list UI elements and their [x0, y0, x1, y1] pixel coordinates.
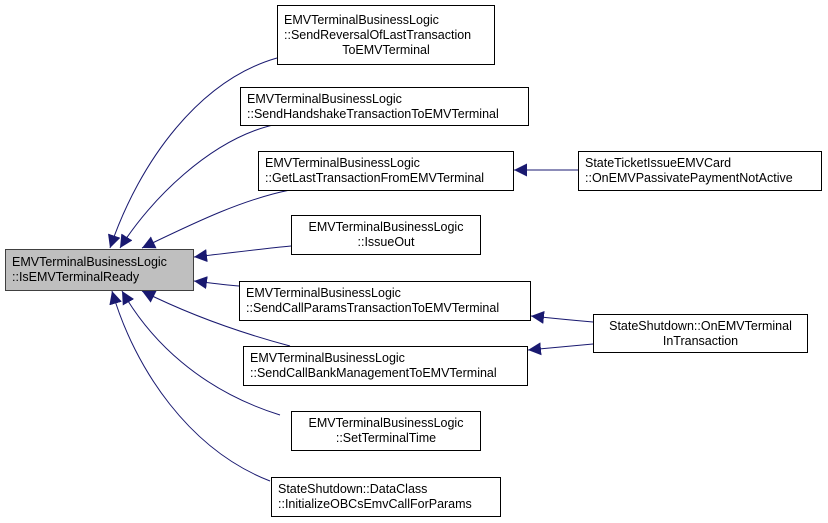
node-state-shutdown-in-transaction[interactable]: StateShutdown::OnEMVTerminal InTransacti… [593, 314, 808, 353]
node-label-line: EMVTerminalBusinessLogic [247, 91, 402, 106]
node-state-ticket-issue-emv-card[interactable]: StateTicketIssueEMVCard ::OnEMVPassivate… [578, 151, 822, 191]
node-label-line: EMVTerminalBusinessLogic [308, 220, 464, 234]
node-label-line: ::SendCallBankManagementToEMVTerminal [250, 366, 497, 380]
edge-sendReversal-to-center [108, 57, 278, 249]
node-label-line: EMVTerminalBusinessLogic [308, 416, 464, 430]
node-label-line: EMVTerminalBusinessLogic [284, 12, 439, 27]
edge-issueOut-to-center [193, 245, 292, 263]
node-send-call-bank-management[interactable]: EMVTerminalBusinessLogic ::SendCallBankM… [243, 346, 528, 386]
edge-sendCallParams-to-center [193, 276, 240, 290]
node-send-handshake[interactable]: EMVTerminalBusinessLogic ::SendHandshake… [240, 87, 529, 126]
edge-sendHandshake-to-center [119, 124, 274, 249]
node-label-line: StateShutdown::OnEMVTerminal [609, 318, 792, 333]
node-send-reversal[interactable]: EMVTerminalBusinessLogic ::SendReversalO… [277, 5, 495, 65]
node-initialize-obcs-emv-call[interactable]: StateShutdown::DataClass ::InitializeOBC… [271, 477, 501, 517]
edge-stateShutdown-to-sendCallBank [527, 342, 594, 356]
node-label-line: ::SendHandshakeTransactionToEMVTerminal [247, 106, 499, 121]
edge-initOBCs-to-center [109, 290, 271, 482]
edge-setTerminalTime-to-center [121, 290, 281, 416]
node-is-emv-terminal-ready: EMVTerminalBusinessLogic ::IsEMVTerminal… [5, 249, 194, 291]
node-send-call-params[interactable]: EMVTerminalBusinessLogic ::SendCallParam… [239, 281, 531, 321]
node-label-line: StateTicketIssueEMVCard [585, 156, 732, 170]
node-label-line: InTransaction [662, 333, 739, 348]
edge-getLast-to-center [141, 189, 291, 249]
node-label-line: EMVTerminalBusinessLogic [246, 286, 401, 300]
node-label-line: ::IssueOut [357, 235, 415, 249]
node-label-line: ::InitializeOBCsEmvCallForParams [278, 497, 472, 511]
node-label-line: ::IsEMVTerminalReady [12, 270, 140, 284]
node-label-line: StateShutdown::DataClass [278, 482, 428, 496]
node-label-line: ::SendCallParamsTransactionToEMVTerminal [246, 301, 500, 315]
node-label-line: EMVTerminalBusinessLogic [265, 156, 420, 170]
node-label-line: ::GetLastTransactionFromEMVTerminal [265, 171, 485, 185]
node-label-line: EMVTerminalBusinessLogic [250, 351, 405, 365]
node-label-line: ::OnEMVPassivatePaymentNotActive [585, 171, 793, 185]
node-get-last-transaction[interactable]: EMVTerminalBusinessLogic ::GetLastTransa… [258, 151, 514, 191]
node-issue-out[interactable]: EMVTerminalBusinessLogic ::IssueOut [291, 215, 481, 255]
edge-stateShutdown-to-sendCallParams [530, 310, 594, 324]
node-set-terminal-time[interactable]: EMVTerminalBusinessLogic ::SetTerminalTi… [291, 411, 481, 451]
edge-sendCallBank-to-center [141, 290, 291, 347]
node-label-line: ToEMVTerminal [342, 42, 430, 57]
node-label-line: ::SendReversalOfLastTransaction [284, 27, 472, 42]
node-label-line: EMVTerminalBusinessLogic [12, 255, 167, 269]
node-label-line: ::SetTerminalTime [335, 431, 437, 445]
